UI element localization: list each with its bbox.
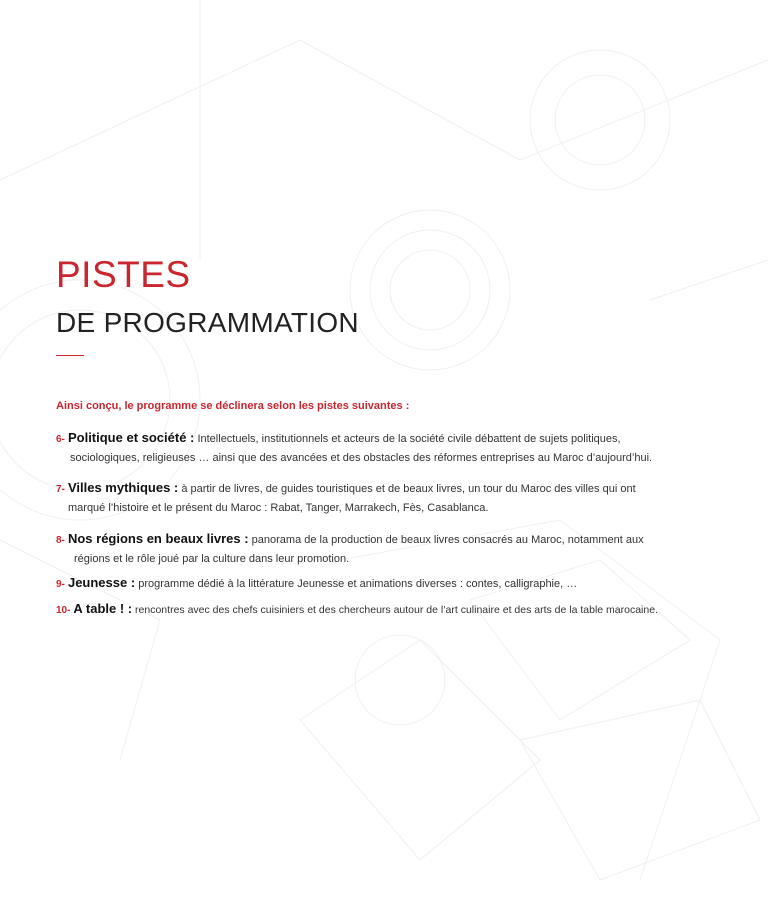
- item-text-continued: sociologiques, religieuses … ainsi que d…: [70, 452, 653, 464]
- item-text: Intellectuels, institutionnels et acteur…: [197, 433, 621, 445]
- item-number: 8-: [56, 535, 65, 546]
- item-text: programme dédié à la littérature Jeuness…: [138, 578, 578, 590]
- item-heading: Nos régions en beaux livres :: [67, 531, 249, 546]
- list-item: 10- A table ! : rencontres avec des chef…: [56, 600, 761, 620]
- item-text-continued: régions et le rôle joué par la culture d…: [74, 553, 350, 565]
- list-item: 9- Jeunesse : programme dédié à la litté…: [56, 574, 761, 594]
- item-number: 9-: [56, 579, 65, 590]
- list-item: 6- Politique et société : Intellectuels,…: [56, 429, 761, 467]
- item-text-continued: marqué l’histoire et le présent du Maroc…: [68, 502, 489, 514]
- title-divider: [56, 355, 84, 356]
- item-text: panorama de la production de beaux livre…: [251, 534, 644, 546]
- list-item: 8- Nos régions en beaux livres : panoram…: [56, 530, 761, 568]
- item-number: 10-: [56, 605, 71, 616]
- item-heading: Villes mythiques :: [67, 480, 179, 495]
- item-heading: Politique et société :: [67, 430, 195, 445]
- item-heading: A table ! :: [73, 601, 133, 616]
- item-number: 6-: [56, 434, 65, 445]
- item-text: à partir de livres, de guides touristiqu…: [181, 483, 636, 495]
- list-item: 7- Villes mythiques : à partir de livres…: [56, 479, 761, 517]
- item-heading: Jeunesse :: [67, 575, 136, 590]
- intro-text: Ainsi conçu, le programme se déclinera s…: [56, 400, 410, 412]
- item-number: 7-: [56, 484, 65, 495]
- page-title: PISTES: [56, 254, 191, 295]
- page-subtitle: DE PROGRAMMATION: [56, 307, 359, 338]
- item-text: rencontres avec des chefs cuisiniers et …: [135, 604, 658, 616]
